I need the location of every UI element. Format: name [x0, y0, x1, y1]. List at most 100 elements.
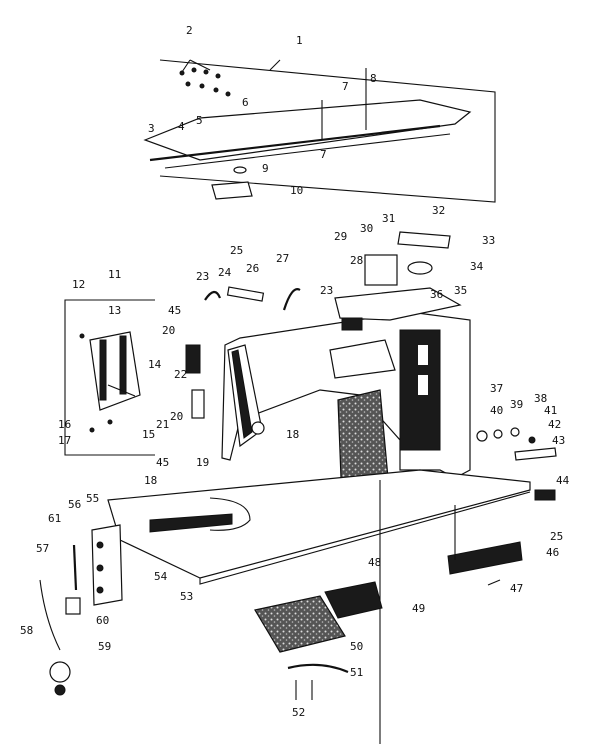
part-number-label: 55 [86, 492, 99, 505]
part-number-label: 49 [412, 602, 425, 615]
bracket-48 [324, 581, 383, 619]
part-number-label: 25 [230, 244, 243, 257]
part-number-label: 31 [382, 212, 395, 225]
inset-box-11 [64, 299, 155, 456]
part-number-label: 7 [320, 148, 327, 161]
part-number-label: 41 [544, 404, 557, 417]
leader-1 [269, 59, 281, 71]
part-number-label: 59 [98, 640, 111, 653]
part-number-label: 20 [170, 410, 183, 423]
wire-58 [39, 579, 61, 651]
screw-9 [233, 166, 247, 174]
part-number-label: 4 [178, 120, 185, 133]
rod-26 [226, 286, 265, 302]
part-number-label: 36 [430, 288, 443, 301]
nut-42 [528, 436, 536, 444]
plate-46 [447, 541, 523, 575]
part-number-label: 14 [148, 358, 162, 371]
spring-51 [287, 663, 349, 674]
part-number-label: 53 [180, 590, 193, 603]
bed-edge [199, 491, 531, 585]
part-number-label: 18 [144, 474, 157, 487]
part-number-label: 12 [72, 278, 85, 291]
part-number-label: 38 [534, 392, 547, 405]
bracket-55 [91, 524, 123, 606]
plate-50 [254, 595, 346, 653]
top-cover-plate [143, 99, 472, 161]
part-number-label: 16 [58, 418, 71, 431]
part-number-label: 37 [490, 382, 503, 395]
top-cover-group [143, 59, 496, 203]
bed-bracket [149, 513, 233, 533]
part-number-label: 20 [162, 324, 175, 337]
part-number-label: 33 [482, 234, 495, 247]
part-number-label: 46 [546, 546, 559, 559]
clip-44 [534, 489, 556, 501]
part-number-label: 58 [20, 624, 33, 637]
panel-slot [418, 375, 428, 395]
part-number-label: 8 [370, 72, 377, 85]
lever-27 [282, 288, 301, 311]
bushing-60 [65, 597, 81, 615]
part-number-label: 61 [48, 512, 61, 525]
panel-slot [418, 345, 428, 365]
part-number-label: 52 [292, 706, 305, 719]
spool-housing-shade [231, 349, 253, 439]
tension-unit [89, 331, 141, 411]
lower-left-parts [39, 524, 123, 696]
part-number-label: 57 [36, 542, 49, 555]
part-number-label: 50 [350, 640, 363, 653]
part-number-label: 9 [262, 162, 269, 175]
tension-bar [99, 339, 107, 401]
part-number-label: 25 [550, 530, 563, 543]
part-number-label: 43 [552, 434, 565, 447]
part-number-label: 11 [108, 268, 121, 281]
part-number-label: 54 [154, 570, 168, 583]
bracket-31 [397, 231, 451, 249]
part-number-label: 15 [142, 428, 155, 441]
washer-40 [476, 430, 488, 442]
washer-38 [510, 427, 520, 437]
part-number-label: 18 [286, 428, 299, 441]
part-number-label: 21 [156, 418, 169, 431]
part-number-label: 6 [242, 96, 249, 109]
part-number-label: 26 [246, 262, 259, 275]
part-number-label: 35 [454, 284, 467, 297]
guide-22 [191, 389, 205, 419]
part-number-label: 32 [432, 204, 445, 217]
part-number-label: 3 [148, 122, 155, 135]
part-number-label: 48 [368, 556, 381, 569]
tension-bracket [185, 344, 201, 374]
plate-10 [211, 181, 253, 200]
head-window [329, 339, 396, 379]
part-number-label: 39 [510, 398, 523, 411]
part-number-label: 40 [490, 404, 503, 417]
part-number-label: 34 [470, 260, 484, 273]
lower-center-parts [254, 581, 383, 700]
part-number-label: 1 [296, 34, 303, 47]
top-cover-frame [159, 59, 496, 203]
cover-35 [407, 261, 433, 275]
part-number-label: 27 [276, 252, 289, 265]
part-number-label: 5 [196, 114, 203, 127]
part-number-label: 45 [156, 456, 169, 469]
part-number-label: 56 [68, 498, 81, 511]
part-number-label: 19 [196, 456, 209, 469]
inset-frame [64, 299, 155, 456]
rod-57 [72, 544, 78, 591]
head-top [334, 287, 462, 321]
part-number-label: 2 [186, 24, 193, 37]
part-number-label: 44 [556, 474, 570, 487]
part-number-label: 23 [320, 284, 333, 297]
right-parts-group [447, 427, 557, 586]
bed-cutout [209, 497, 251, 531]
part-number-label: 23 [196, 270, 209, 283]
washer-39 [493, 429, 503, 439]
part-number-label: 22 [174, 368, 187, 381]
part-number-label: 45 [168, 304, 181, 317]
part-number-label: 24 [218, 266, 232, 279]
motor-59 [49, 661, 71, 683]
